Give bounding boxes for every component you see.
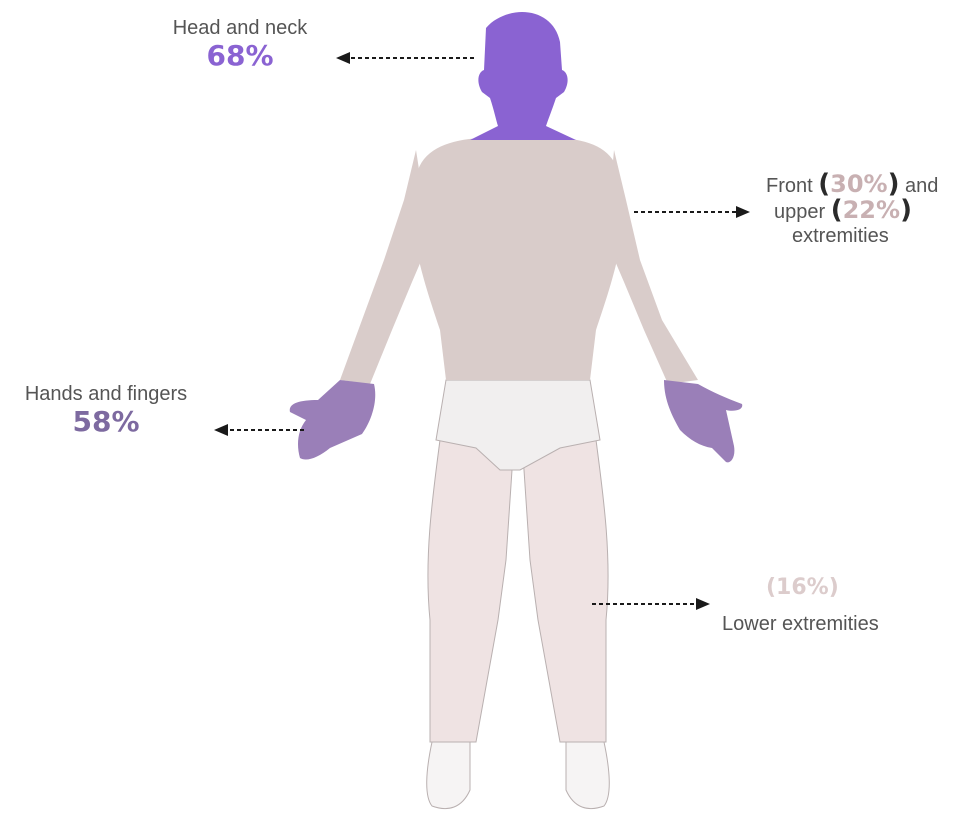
arrow-hands [214,424,304,436]
label-front-upper: Front (30%) and upper (22%) extremities [762,172,962,248]
arrow-lower [592,598,710,610]
label-front-and: and [905,175,938,197]
label-extremities-text: extremities [762,224,962,248]
label-front-pct: 30% [830,170,887,198]
paren-close-front: ) [888,169,900,199]
arrow-front-upper [634,206,750,218]
label-head-neck: Head and neck 68% [150,16,330,72]
label-lower-pct: (16%) [722,576,942,600]
paren-open-front: ( [818,169,830,199]
legs-region [428,440,608,742]
label-front-text: Front [766,175,813,197]
arrow-head-neck [336,52,474,64]
feet-region [427,742,610,809]
label-upper-text: upper [774,201,825,223]
label-hands-fingers: Hands and fingers 58% [6,382,206,438]
label-lower: (16%) Lower extremities [722,576,942,636]
label-lower-name: Lower extremities [722,612,942,636]
torso-region [412,138,624,380]
label-hands-fingers-name: Hands and fingers [6,382,206,406]
label-head-neck-pct: 68% [150,40,330,72]
paren-close-upper: ) [900,195,912,225]
label-hands-fingers-pct: 58% [6,406,206,438]
label-upper-pct: 22% [843,196,900,224]
paren-open-upper: ( [831,195,843,225]
head-neck-region [470,12,576,140]
label-head-neck-name: Head and neck [150,16,330,40]
